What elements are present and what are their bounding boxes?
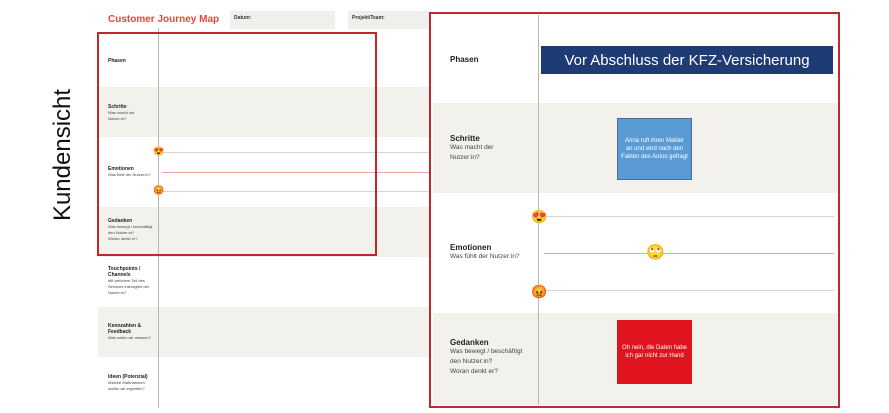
kennzahlen-band [98, 307, 430, 357]
schritte-band [98, 87, 430, 137]
zoom-row-emotionen: Emotionen Was fühlt der Nutzer:in? [450, 243, 520, 260]
phase-title-box: Vor Abschluss der KFZ-Versicherung [541, 46, 833, 74]
small-row-emotionen: Emotionen Was fühlt der Nutzer:in? [108, 166, 151, 177]
right-highlight-frame [429, 12, 840, 408]
datum-label: Datum: [234, 15, 252, 21]
step-card[interactable]: Anna ruft ihren Makler an und wird nach … [617, 118, 692, 180]
left-highlight-frame [97, 32, 377, 256]
small-row-ideen: Ideen (Potenzial) Welche Maßnahmen wolle… [108, 374, 148, 391]
happy-emoji-icon: 😍 [153, 146, 165, 156]
zoom-timeline [538, 15, 539, 405]
thought-card[interactable]: Oh nein, die Daten habe ich gar nicht zu… [617, 320, 692, 384]
zoom-row-schritte: Schritte Was macht der Nutzer:in? [450, 134, 494, 161]
map-title: Customer Journey Map [108, 14, 220, 25]
zoom-emotion-line-mid [544, 253, 834, 254]
small-row-schritte: Schritte Was macht der Nutzer:in? [108, 104, 135, 121]
emotion-line-mid [162, 172, 430, 173]
zoom-emotion-line-top [544, 216, 834, 217]
small-row-touchpoints: Touchpoints / Channels Mit welchem Teil … [108, 266, 150, 295]
projekt-label: Projekt/Team: [352, 15, 385, 21]
zoom-happy-emoji-icon: 😍 [531, 209, 548, 224]
small-row-kennzahlen: Kennzahlen & Feedback Was sollen wir mes… [108, 323, 151, 340]
emotion-line-bottom [162, 191, 430, 192]
gedanken-band [98, 207, 430, 257]
zoom-row-phasen: Phasen [450, 55, 479, 64]
zoom-row-gedanken: Gedanken Was bewegt / beschäftigt den Nu… [450, 338, 523, 375]
map-timeline [158, 28, 159, 408]
side-label-text: Kundensicht [49, 88, 76, 222]
projekt-field[interactable]: Projekt/Team: [348, 11, 430, 29]
small-row-gedanken: Gedanken Was bewegt / beschäftigt den Nu… [108, 218, 153, 241]
datum-field[interactable]: Datum: [230, 11, 335, 29]
angry-emoji-icon: 😡 [153, 185, 165, 195]
phase-title: Vor Abschluss der KFZ-Versicherung [564, 51, 810, 69]
side-label: Kundensicht [38, 40, 88, 270]
emotion-line-top [162, 152, 430, 153]
zoom-angry-emoji-icon: 😡 [531, 284, 548, 299]
zoom-neutral-emoji-icon: 🙄 [646, 244, 665, 261]
small-row-phasen: Phasen [108, 58, 126, 64]
zoom-emotion-line-bottom [544, 290, 834, 291]
